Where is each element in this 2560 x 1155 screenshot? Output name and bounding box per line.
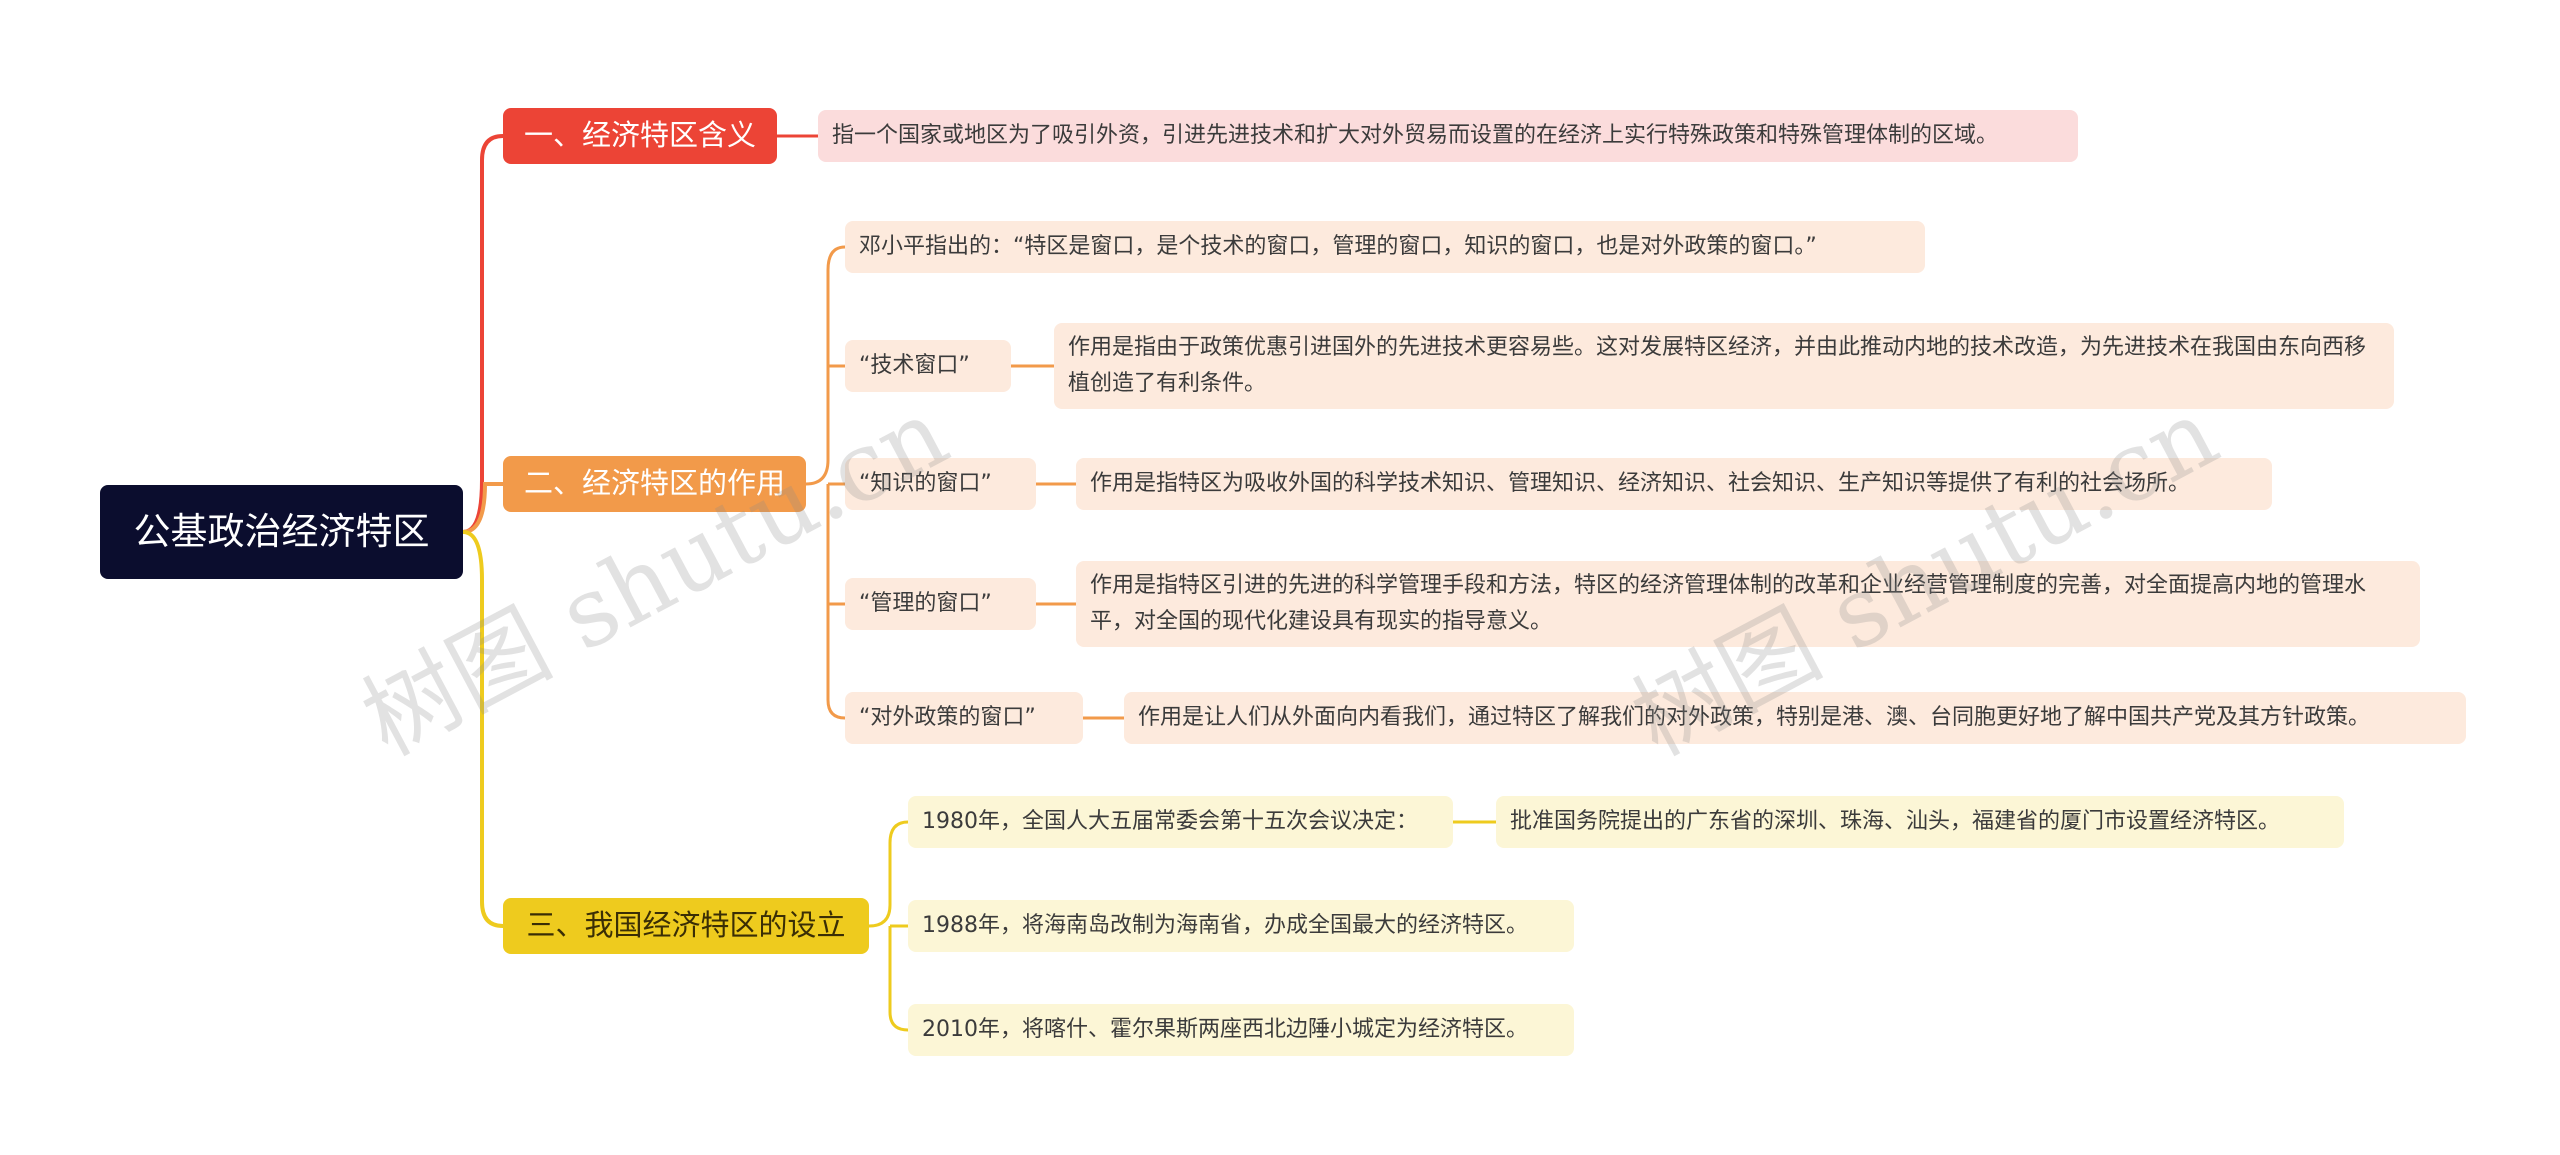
policy-window[interactable]: “对外政策的窗口” <box>845 692 1083 744</box>
event-2010[interactable]: 2010年，将喀什、霍尔果斯两座西北边陲小城定为经济特区。 <box>908 1004 1574 1056</box>
event-1980-detail[interactable]: 批准国务院提出的广东省的深圳、珠海、汕头，福建省的厦门市设置经济特区。 <box>1496 796 2344 848</box>
branch-functions[interactable]: 二、经济特区的作用 <box>503 456 806 512</box>
tech-window[interactable]: “技术窗口” <box>845 340 1011 392</box>
link-root-b3 <box>462 530 504 928</box>
event-1980[interactable]: 1980年，全国人大五届常委会第十五次会议决定： <box>908 796 1453 848</box>
policy-window-detail[interactable]: 作用是让人们从外面向内看我们，通过特区了解我们的对外政策，特别是港、澳、台同胞更… <box>1124 692 2466 744</box>
branch-definition[interactable]: 一、经济特区含义 <box>503 108 777 164</box>
management-window[interactable]: “管理的窗口” <box>845 578 1036 630</box>
management-window-detail[interactable]: 作用是指特区引进的先进的科学管理手段和方法，特区的经济管理体制的改革和企业经营管… <box>1076 561 2420 647</box>
link-root-b1 <box>462 134 504 534</box>
link-root-b2 <box>462 482 503 534</box>
deng-quote[interactable]: 邓小平指出的：“特区是窗口，是个技术的窗口，管理的窗口，知识的窗口，也是对外政策… <box>845 221 1925 273</box>
knowledge-window[interactable]: “知识的窗口” <box>845 458 1036 510</box>
root-node[interactable]: 公基政治经济特区 <box>100 485 463 579</box>
event-1988[interactable]: 1988年，将海南岛改制为海南省，办成全国最大的经济特区。 <box>908 900 1574 952</box>
link-b3-group <box>868 820 909 1032</box>
definition-text[interactable]: 指一个国家或地区为了吸引外资，引进先进技术和扩大对外贸易而设置的在经济上实行特殊… <box>818 110 2078 162</box>
knowledge-window-detail[interactable]: 作用是指特区为吸收外国的科学技术知识、管理知识、经济知识、社会知识、生产知识等提… <box>1076 458 2272 510</box>
tech-window-detail[interactable]: 作用是指由于政策优惠引进国外的先进技术更容易些。这对发展特区经济，并由此推动内地… <box>1054 323 2394 409</box>
branch-establishment[interactable]: 三、我国经济特区的设立 <box>503 898 869 954</box>
